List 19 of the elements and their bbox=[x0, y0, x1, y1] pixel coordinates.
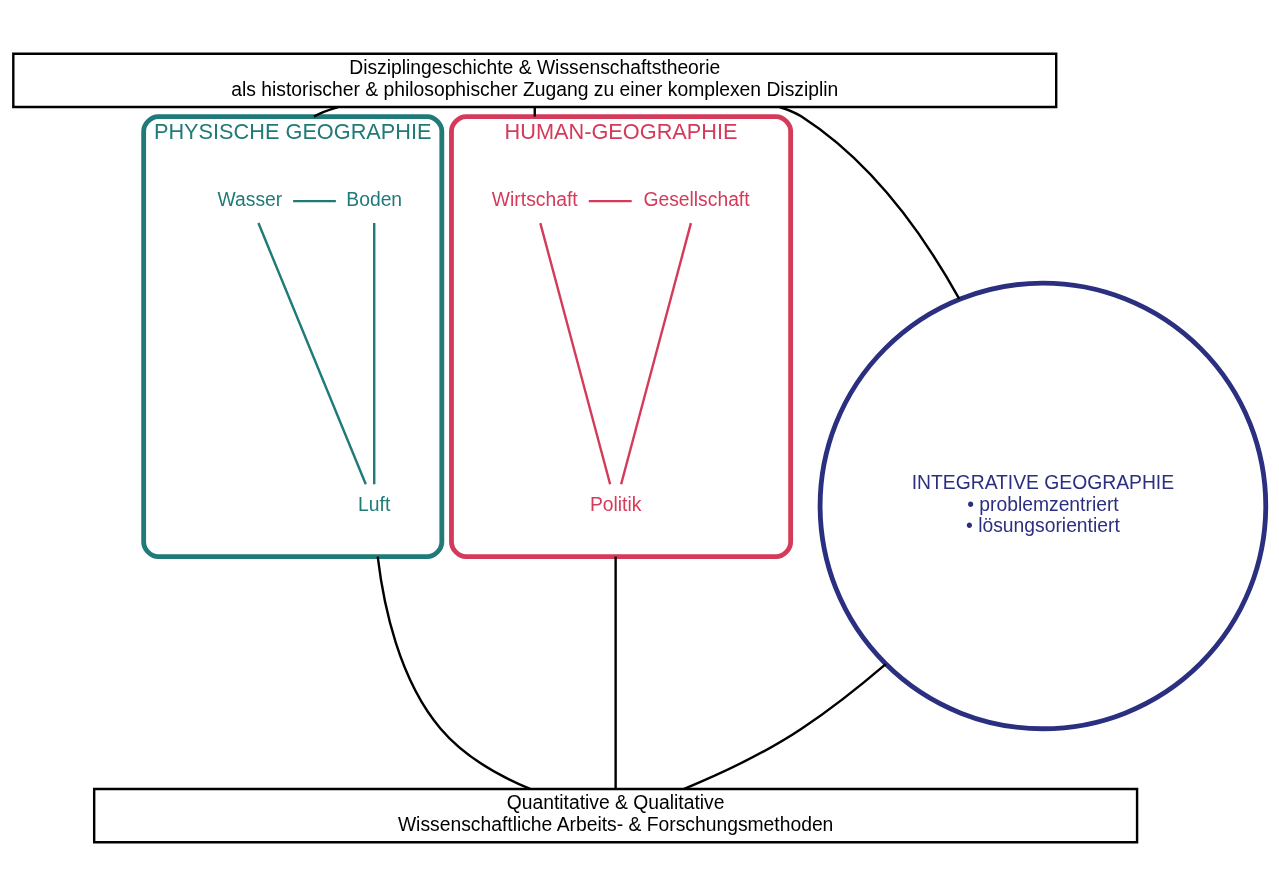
node-text: Luft bbox=[358, 493, 391, 515]
node-text: Boden bbox=[346, 188, 403, 210]
node-box: Quantitative & Qualitative Wissenschaftliche Arbeits- & Forschungsmethoden bbox=[92, 787, 1139, 843]
connector bbox=[588, 199, 632, 202]
node-text: Politik bbox=[589, 493, 642, 515]
connector bbox=[614, 556, 617, 789]
connector bbox=[293, 199, 336, 202]
connector bbox=[683, 662, 887, 790]
connector bbox=[373, 222, 376, 484]
connector bbox=[619, 222, 693, 484]
node-text: Wasser bbox=[217, 188, 283, 210]
node-box: Disziplingeschichte & Wissenschaftstheorie als historischer & philosophischer Zugang zu einer komplexen Disziplin bbox=[12, 52, 1058, 108]
connector bbox=[539, 222, 612, 484]
connector bbox=[313, 105, 339, 118]
node-text: Gesellschaft bbox=[643, 188, 750, 210]
node-circle: INTEGRATIVE GEOGRAPHIE • problemzentriert • lösungsorientiert bbox=[817, 280, 1269, 731]
node-text: Wirtschaft bbox=[491, 188, 578, 210]
connector bbox=[376, 555, 531, 790]
connector bbox=[257, 222, 367, 485]
